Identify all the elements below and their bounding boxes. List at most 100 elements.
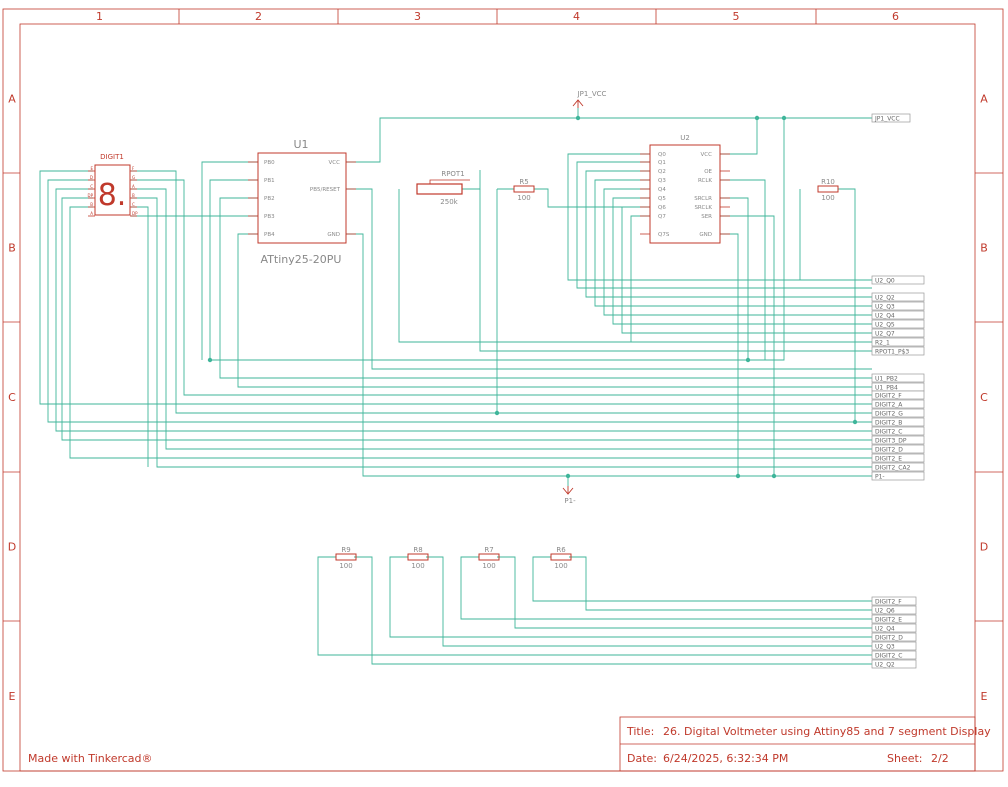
net-label-right-box — [871, 337, 925, 347]
wire — [201, 161, 258, 360]
wire — [479, 189, 872, 352]
net-label-right-text: U2_Q7 — [875, 331, 895, 338]
u1-label: U1 — [293, 138, 308, 151]
net-label-right-text: DIGIT2_CA2 — [875, 465, 911, 472]
net-label-right: RPOT1_P$3 — [871, 346, 925, 356]
net-label-right-text: DIGIT2_C — [875, 429, 902, 436]
net-label-lower-text: DIGIT2_E — [875, 617, 902, 624]
net-label-lower-box — [871, 596, 917, 606]
digit1-right-pin-label: A — [132, 184, 135, 189]
digit1-left-pin-label: B — [90, 202, 93, 207]
net-label-right: U2_Q0 — [871, 275, 925, 285]
wire — [398, 189, 872, 343]
row-label-left-C: C — [8, 391, 16, 404]
digit1-right-pin-label: C — [132, 202, 135, 207]
digit1-right-pin-label: DP — [132, 211, 138, 216]
net-label-right: P1- — [871, 471, 925, 481]
u1-left-pin-label: PB0 — [264, 160, 275, 166]
net-label-right-text: R2_1 — [875, 340, 890, 347]
date-key: Date: — [627, 752, 657, 765]
wire — [389, 556, 872, 638]
net-label-lower: U2_Q2 — [871, 659, 917, 669]
net-label-right: DIGIT2_E — [871, 453, 925, 463]
rpot1-value: 250k — [440, 198, 458, 206]
sheet-value: 2/2 — [931, 752, 949, 765]
r6-resistor-body — [550, 553, 572, 561]
jp1-vcc-label: JP1_VCC — [577, 90, 607, 98]
digit1-body — [94, 164, 131, 216]
row-label-right-A: A — [980, 93, 988, 106]
wire — [346, 188, 872, 370]
digit1-left-pin-label: DP — [88, 193, 94, 198]
net-label-right: DIGIT2_G — [871, 408, 925, 418]
u2-left-pin-label: Q1 — [658, 160, 666, 166]
row-label-left-E: E — [9, 690, 16, 703]
r5-resistor-label: R5 — [519, 178, 528, 186]
column-label-1: 1 — [96, 10, 103, 23]
title-value: 26. Digital Voltmeter using Attiny85 and… — [663, 725, 991, 738]
u2-right-pin-label: SRCLK — [694, 205, 712, 211]
r8-resistor-value: 100 — [411, 562, 424, 570]
rpot1-label: RPOT1 — [441, 170, 464, 178]
net-label-lower-box — [871, 614, 917, 624]
net-label-right-box — [871, 426, 925, 436]
net-label-right-text: RPOT1_P$3 — [875, 349, 909, 356]
net-label-right: DIGIT2_A — [871, 399, 925, 409]
wire — [594, 179, 872, 307]
u1-attiny: U1ATtiny25-20PUPB0PB1PB2PB3PB4VCCPB5/RES… — [248, 138, 356, 266]
net-label-right: U1_PB2 — [871, 373, 925, 383]
sheet-key: Sheet: — [887, 752, 923, 765]
p1-minus-label: P1- — [564, 497, 576, 505]
net-label-lower-box — [871, 605, 917, 615]
r6-resistor-value: 100 — [554, 562, 567, 570]
net-label-right-box — [871, 453, 925, 463]
net-label-right-box — [871, 328, 925, 338]
wire — [720, 118, 758, 155]
net-label-right-box — [871, 444, 925, 454]
column-label-6: 6 — [892, 10, 899, 23]
wire — [460, 556, 872, 620]
net-label-lower-box — [871, 650, 917, 660]
row-label-right-C: C — [980, 391, 988, 404]
r7-resistor-value: 100 — [482, 562, 495, 570]
net-label-right: U1_PB4 — [871, 382, 925, 392]
wire — [426, 556, 872, 647]
net-label-right-box — [871, 462, 925, 472]
net-label-lower-box — [871, 659, 917, 669]
components: DIGIT18.EDCDPBAFGABCDPU1ATtiny25-20PUPB0… — [88, 90, 839, 570]
net-label-lower-box — [871, 641, 917, 651]
net-label-right-box — [871, 399, 925, 409]
net-label-lower: U2_Q6 — [871, 605, 917, 615]
digit1-right-pin-label: G — [132, 175, 135, 180]
net-label-lower-box — [871, 623, 917, 633]
net-label-lower-text: U2_Q6 — [875, 608, 895, 615]
u1-left-pin-label: PB4 — [264, 232, 275, 238]
r10-resistor-value: 100 — [821, 194, 834, 202]
junction-dot — [771, 473, 777, 479]
u1-right-pin-label: GND — [327, 232, 340, 238]
net-label-right-text: U2_Q3 — [875, 304, 895, 311]
net-label-right-box — [871, 390, 925, 400]
wire — [621, 206, 872, 334]
net-label-right: U2_Q7 — [871, 328, 925, 338]
column-label-3: 3 — [414, 10, 421, 23]
net-label-lower-text: U2_Q3 — [875, 644, 895, 651]
net-label-lower-text: DIGIT2_C — [875, 653, 902, 660]
u1-right-pin-label: VCC — [329, 160, 341, 166]
net-label-right-box — [871, 346, 925, 356]
wire — [354, 556, 872, 665]
u2-right-pin-label: SRCLR — [694, 196, 712, 202]
sheet-frame — [2, 8, 1004, 772]
net-label-right-text: U2_Q2 — [875, 295, 895, 302]
net-label-right-text: DIGIT2_E — [875, 456, 902, 463]
junction-dot — [494, 410, 500, 416]
gnd-arrow-icon — [562, 487, 574, 495]
net-label-right: DIGIT2_D — [871, 444, 925, 454]
net-label-right: DIGIT2_F — [871, 390, 925, 400]
title-key: Title: — [626, 725, 654, 738]
rpot1-body — [416, 183, 463, 195]
